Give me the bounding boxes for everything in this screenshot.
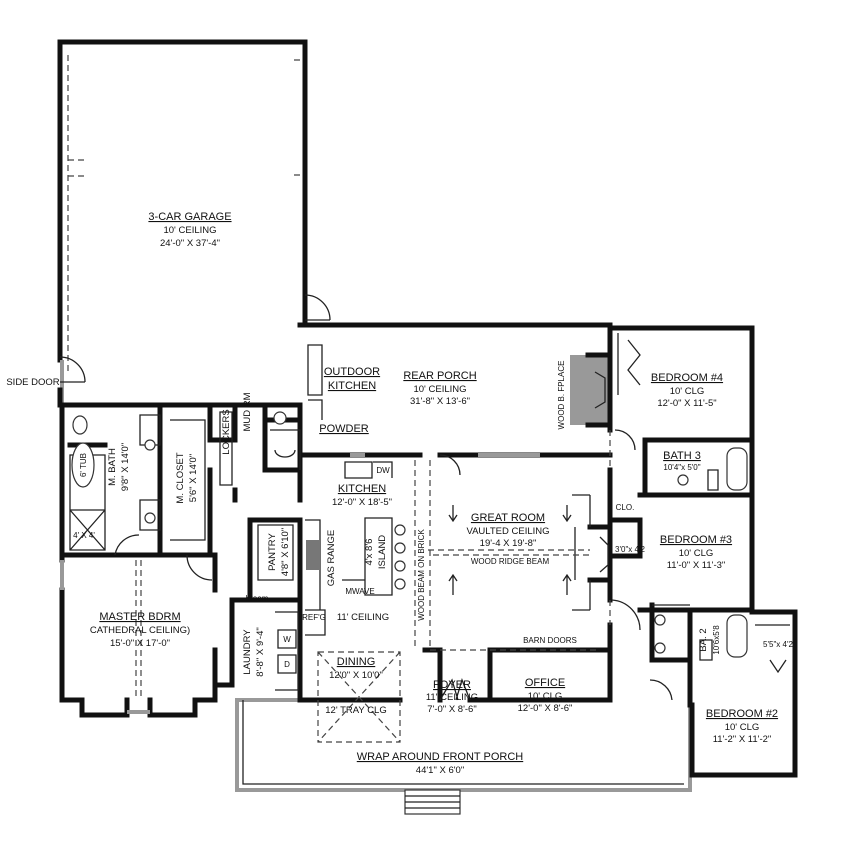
bedroom3-closet-size: 3'0"x 4'2 — [615, 545, 645, 554]
great-room-size: 19'-4 X 19'-8" — [480, 538, 537, 549]
kitchen-ceiling: 11' CEILING — [337, 612, 389, 623]
pantry-size: 4'8" X 6'10" — [280, 528, 291, 576]
foyer-size: 7'-0" X 8'-6" — [427, 704, 476, 715]
great-room-name: GREAT ROOM — [471, 512, 545, 524]
garage-size: 24'-0" X 37'-4" — [160, 238, 220, 249]
rear-porch-ceiling: 10' CEILING — [413, 384, 466, 395]
fireplace-label: WOOD B. FPLACE — [557, 361, 566, 430]
island-size: 4'x 8'6 — [364, 539, 375, 566]
dryer-label: D — [284, 660, 290, 669]
closet2-size: 5'5"x 4'2 — [763, 640, 793, 649]
dining-ceiling: 12' TRAY CLG — [325, 705, 386, 716]
right-wing — [428, 325, 798, 778]
outdoor-kitchen-label-2: KITCHEN — [328, 380, 376, 392]
master-closet-name: M. CLOSET — [175, 452, 186, 503]
master-bedroom-ceiling: CATHEDRAL CEILING) — [90, 625, 190, 636]
pantry-name: PANTRY — [267, 533, 278, 571]
rear-porch-name: REAR PORCH — [403, 370, 476, 382]
shower-label: 4' X 4' — [73, 531, 95, 540]
bedroom4-size: 12'-0" X 11'-5" — [657, 398, 716, 409]
bedroom4-ceiling: 10' CLG — [670, 386, 705, 397]
bedroom2-ceiling: 10' CLG — [725, 722, 760, 733]
dining-name: DINING — [337, 656, 376, 668]
bath2-size: 10'6x5'8 — [712, 625, 721, 655]
garage-name: 3-CAR GARAGE — [148, 211, 231, 223]
kitchen-size: 12'-0" X 18'-5" — [332, 497, 392, 508]
ridge-beam-label: WOOD RIDGE BEAM — [471, 557, 550, 566]
bedroom3-name: BEDROOM #3 — [660, 534, 732, 546]
bedroom2-size: 11'-2" X 11'-2" — [713, 734, 772, 745]
washer-label: W — [283, 635, 291, 644]
mud-room-label: MUD RM — [242, 392, 253, 431]
microwave-label: MWAVE — [345, 587, 374, 596]
powder-label: POWDER — [319, 423, 369, 435]
great-room-ceiling: VAULTED CEILING — [466, 526, 549, 537]
office-name: OFFICE — [525, 677, 565, 689]
laundry-name: LAUNDRY — [242, 629, 253, 675]
barn-doors-label: BARN DOORS — [523, 636, 577, 645]
island-label: ISLAND — [377, 535, 388, 569]
bath3-name: BATH 3 — [663, 450, 701, 462]
closet-label: CLO. — [616, 503, 635, 512]
dining-size: 12'0" X 10'0" — [329, 670, 383, 681]
broom-closet-label: broom — [246, 594, 269, 603]
front-porch-size: 44'1" X 6'0" — [416, 765, 464, 776]
dishwasher-label: DW — [376, 466, 390, 475]
lockers-label: LOCKERS — [221, 409, 232, 454]
master-bedroom-size: 15'-0" X 17'-0" — [110, 638, 170, 649]
room-labels: 3-CAR GARAGE 10' CEILING 24'-0" X 37'-4"… — [6, 211, 793, 776]
kitchen-name: KITCHEN — [338, 483, 386, 495]
office-ceiling: 10' CLG — [528, 691, 563, 702]
front-porch-name: WRAP AROUND FRONT PORCH — [357, 751, 523, 763]
garage-ceiling: 10' CEILING — [163, 225, 216, 236]
foyer-ceiling: 11' CEILING — [426, 692, 478, 703]
laundry-size: 8'-8" X 9'-4" — [255, 627, 266, 676]
garage — [57, 39, 331, 408]
rear-porch-size: 31'-8" X 13'-6" — [410, 396, 470, 407]
bedroom3-size: 11'-0" X 11'-3" — [667, 560, 726, 571]
bedroom3-ceiling: 10' CLG — [679, 548, 714, 559]
bedroom2-name: BEDROOM #2 — [706, 708, 778, 720]
master-closet-size: 5'6" X 14'0" — [188, 454, 199, 502]
bath3-size: 10'4"x 5'0" — [663, 463, 700, 472]
wood-beam-label: WOOD BEAM ON BRICK — [417, 529, 426, 621]
gas-range-label: GAS RANGE — [326, 530, 337, 587]
master-bedroom-name: MASTER BDRM — [99, 611, 180, 623]
master-bath-size: 9'8" X 14'0" — [120, 443, 131, 491]
master-bath-name: M. BATH — [107, 448, 118, 486]
side-door-label: SIDE DOOR — [6, 377, 59, 388]
bedroom4-name: BEDROOM #4 — [651, 372, 723, 384]
refrigerator-label: REF'G — [302, 613, 326, 622]
bath2-name: BA. 2 — [698, 628, 709, 651]
tub-label: 6' TUB — [79, 453, 88, 477]
outdoor-kitchen-label: OUTDOOR — [324, 366, 380, 378]
foyer-name: FOYER — [433, 679, 471, 691]
office-size: 12'-0" X 8'-6" — [518, 703, 573, 714]
